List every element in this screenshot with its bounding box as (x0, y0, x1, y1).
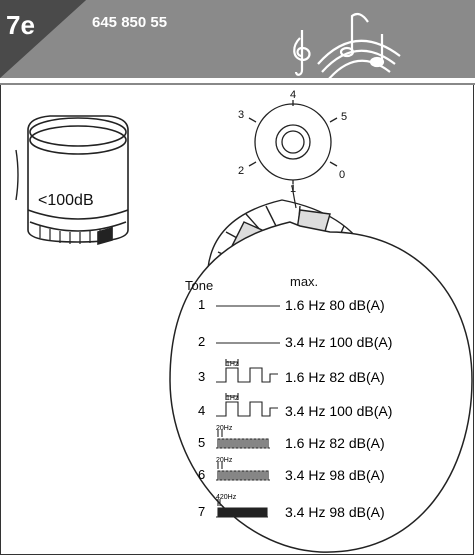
signal-frequency-label: 420Hz (216, 494, 237, 501)
part-number: 645 850 55 (92, 14, 168, 31)
dial-label-3: 3 (238, 109, 244, 121)
tone-signal-waveform (216, 359, 278, 383)
dial-label-2: 2 (238, 165, 244, 177)
tone-selector-dial (248, 100, 338, 184)
magnifier-lens (169, 221, 473, 553)
signal-frequency-label: 20Hz (216, 457, 233, 464)
signal-frequency-label: 1Hz (226, 395, 239, 402)
music-notes-icon (293, 12, 401, 78)
tone-number: 6 (198, 467, 205, 482)
tone-number: 2 (198, 334, 205, 349)
badge-diagonal (0, 0, 86, 78)
tone-signal-waveform (216, 393, 278, 417)
tone-spec: 1.6 Hz 80 dB(A) (285, 297, 385, 313)
header-rule (0, 83, 475, 85)
tone-spec: 1.6 Hz 82 dB(A) (285, 369, 385, 385)
beacon-label: <100dB (38, 192, 94, 209)
header-bar: 7e 645 850 55 (0, 0, 475, 85)
max-column-header: max. (290, 274, 318, 289)
tone-spec: 1.6 Hz 82 dB(A) (285, 435, 385, 451)
tone-number: 1 (198, 297, 205, 312)
signal-frequency-label: 20Hz (216, 425, 233, 432)
tone-number: 7 (198, 504, 205, 519)
tone-spec: 3.4 Hz 100 dB(A) (285, 334, 392, 350)
tone-spec: 3.4 Hz 98 dB(A) (285, 467, 385, 483)
signal-frequency-label: 1Hz (226, 361, 239, 368)
tone-spec: 3.4 Hz 100 dB(A) (285, 403, 392, 419)
tone-number: 3 (198, 369, 205, 384)
section-badge: 7e (0, 0, 86, 78)
tone-number: 4 (198, 403, 205, 418)
dial-label-5: 5 (341, 111, 347, 123)
tone-rows: 1 1.6 Hz 80 dB(A) 2 3.4 Hz 100 dB(A) 3 1Hz 1.6… (198, 297, 392, 520)
tone-signal-waveform (216, 499, 268, 518)
dial-label-0: 0 (339, 169, 345, 181)
tone-signal-waveform (216, 430, 270, 449)
tone-spec: 3.4 Hz 98 dB(A) (285, 504, 385, 520)
section-code: 7e (6, 10, 35, 40)
tone-number: 5 (198, 435, 205, 450)
dial-label-4: 4 (290, 89, 296, 101)
beacon-module (27, 115, 129, 246)
tone-signal-waveform (216, 462, 270, 481)
tone-column-header: Tone (185, 278, 213, 293)
